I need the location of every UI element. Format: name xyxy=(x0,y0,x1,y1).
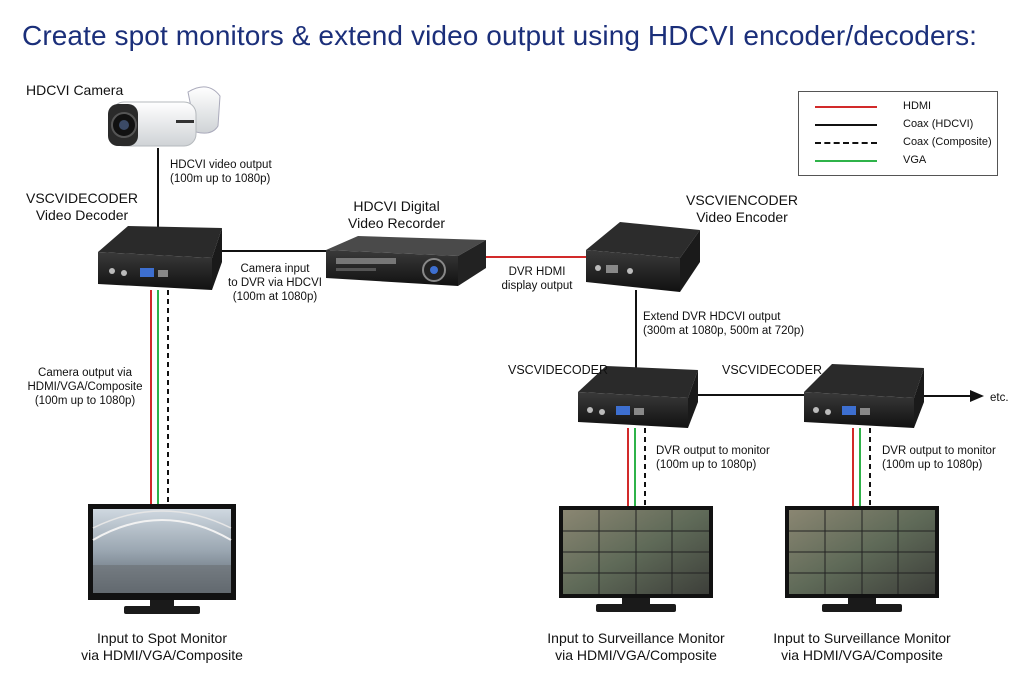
dvr-icon xyxy=(326,236,486,286)
decoder-left-label: VSCVIDECODER Video Decoder xyxy=(26,190,139,223)
cable-bundle-right xyxy=(852,428,871,510)
dvr-output-mid-label: DVR output to monitor (100m up to 1080p) xyxy=(656,445,770,471)
camera-output-via-label: Camera output via HDMI/VGA/Composite (10… xyxy=(27,367,143,407)
page-title: Create spot monitors & extend video outp… xyxy=(22,20,978,51)
surveillance-monitor-right-icon xyxy=(785,506,939,612)
dvr-label: HDCVI Digital Video Recorder xyxy=(348,198,446,231)
encoder-icon xyxy=(586,222,700,292)
dvr-input-label: Camera input to DVR via HDCVI (100m at 1… xyxy=(228,263,322,303)
extend-output-label: Extend DVR HDCVI output (300m at 1080p, … xyxy=(643,311,805,337)
camera-icon xyxy=(108,86,221,147)
spot-monitor-icon xyxy=(88,504,236,614)
dvr-output-right-label: DVR output to monitor (100m up to 1080p) xyxy=(882,445,996,471)
decoder-right-label: VSCVIDECODER xyxy=(722,363,823,377)
decoder-mid-icon xyxy=(578,366,698,428)
decoder-left-icon xyxy=(98,226,222,290)
camera-label: HDCVI Camera xyxy=(26,82,124,98)
surveillance-monitor-mid-icon xyxy=(559,506,713,612)
surveillance-monitor-right-label: Input to Surveillance Monitor via HDMI/V… xyxy=(773,630,951,663)
camera-output-label: HDCVI video output (100m up to 1080p) xyxy=(170,159,272,185)
dvr-hdmi-label: DVR HDMI display output xyxy=(501,266,573,292)
etc-label: etc. xyxy=(990,392,1009,404)
spot-monitor-label: Input to Spot Monitor via HDMI/VGA/Compo… xyxy=(81,630,243,663)
legend: HDMI Coax (HDCVI) Coax (Composite) VGA xyxy=(798,91,998,176)
surveillance-monitor-mid-label: Input to Surveillance Monitor via HDMI/V… xyxy=(547,630,725,663)
decoder-right-icon xyxy=(804,364,924,428)
decoder-mid-label: VSCVIDECODER xyxy=(508,363,609,377)
cable-bundle-left xyxy=(150,290,169,508)
cable-bundle-mid xyxy=(627,428,646,510)
arrow-etc xyxy=(970,390,984,402)
encoder-label: VSCVIENCODER Video Encoder xyxy=(686,192,799,225)
